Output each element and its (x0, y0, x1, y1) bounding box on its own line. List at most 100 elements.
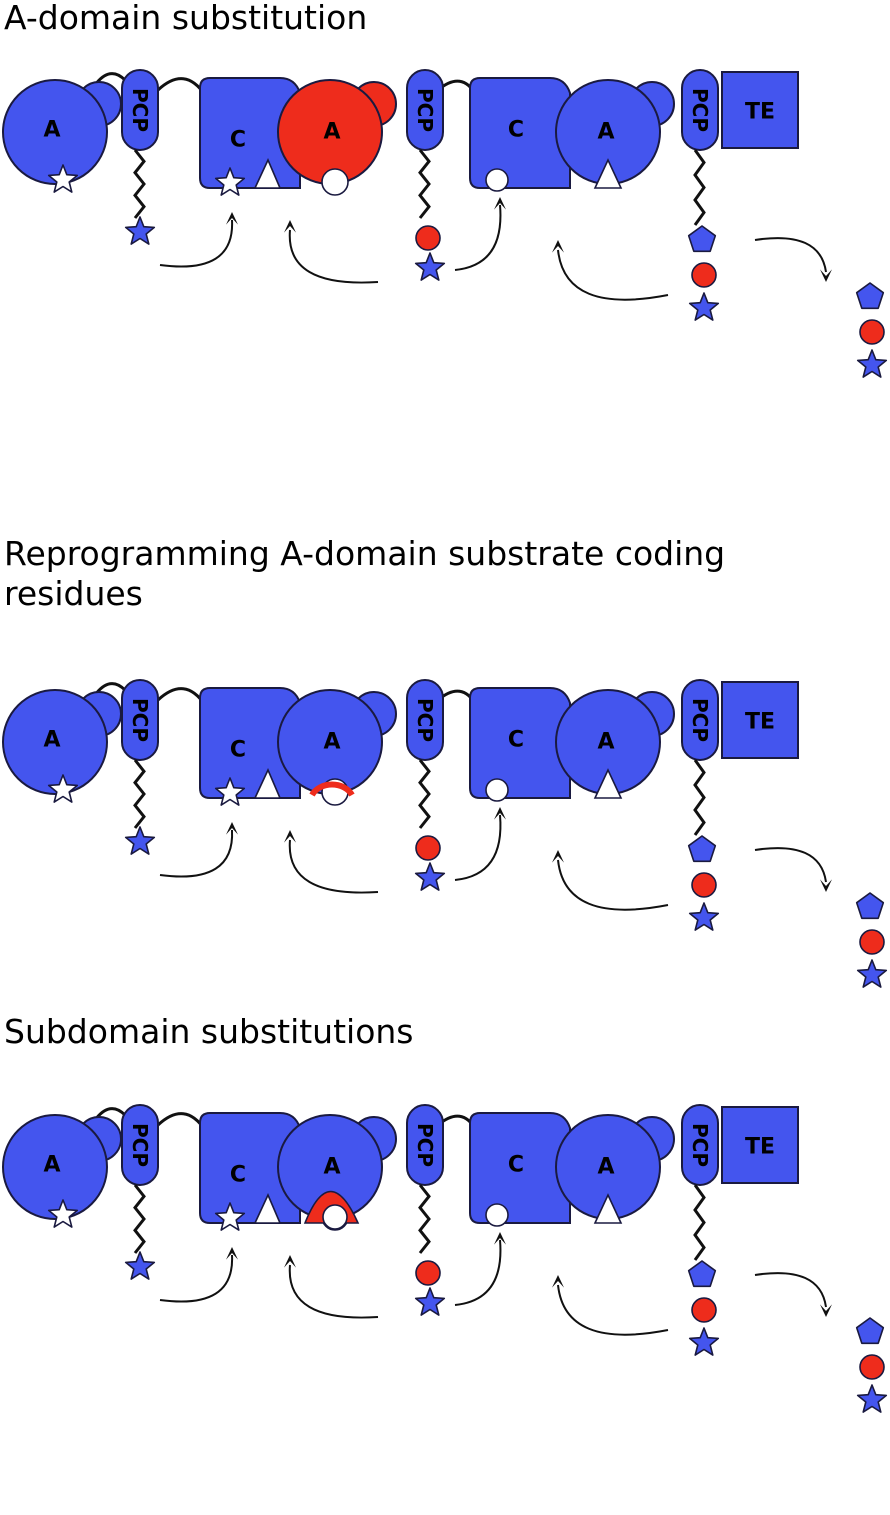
arrowhead (226, 212, 238, 225)
red-circle-substrate (691, 1297, 717, 1323)
c-domain-body (199, 77, 301, 189)
c-domain-module-2 (199, 77, 301, 189)
pcp-arm (133, 149, 146, 219)
arrow-shaft (159, 219, 234, 268)
arrowhead (284, 1255, 296, 1268)
c-domain-module-3 (469, 1112, 571, 1224)
a-domain-pocket-round (321, 168, 349, 196)
release-arrow (754, 237, 827, 273)
linker (156, 77, 207, 96)
pcp-capsule (121, 1104, 159, 1186)
linker (156, 1112, 207, 1131)
pcp-arm (693, 1184, 706, 1261)
a-domain-label: A (43, 118, 60, 143)
pcp-capsule (681, 69, 719, 151)
arrow-shaft (454, 1239, 502, 1306)
arrowhead (226, 822, 238, 835)
product-red-circle (859, 319, 885, 345)
c-domain-donor-notch (253, 158, 282, 189)
star-substrate (688, 902, 720, 931)
a-domain-pocket-pentagon (593, 158, 623, 189)
c-domain-body (469, 687, 571, 799)
pcp-capsule (406, 69, 444, 151)
transfer-arrow (557, 1284, 669, 1336)
a-domain-body (2, 689, 108, 795)
arrow-shaft (557, 249, 669, 301)
release-arrow (754, 1272, 827, 1308)
star-substrate (414, 1287, 446, 1316)
product-star (856, 349, 888, 378)
c-domain-module-3 (469, 687, 571, 799)
pcp-arm (418, 149, 431, 219)
pcp-capsule (406, 679, 444, 761)
arrow-shaft (754, 237, 827, 273)
c-domain-body (469, 1112, 571, 1224)
pcp-domain-module-2: PCP (406, 1104, 444, 1186)
arrowhead (820, 1304, 832, 1317)
a-domain-pocket-star (47, 164, 79, 193)
product-pentagon (855, 1317, 885, 1345)
pcp-domain-module-2: PCP (406, 679, 444, 761)
c-domain-label: C (230, 738, 246, 763)
pcp-arm (133, 1184, 146, 1254)
a-domain-label: A (597, 730, 614, 755)
pcp-capsule (121, 69, 159, 151)
arrowhead (552, 240, 564, 253)
arrow-shaft (754, 847, 827, 883)
c-domain-acceptor-notch (485, 168, 509, 192)
a-domain-module-2 (277, 79, 397, 196)
pcp-label: PCP (688, 88, 712, 132)
a-domain-label: A (597, 120, 614, 145)
star-substrate (414, 252, 446, 281)
red-circle-substrate (415, 835, 441, 861)
pcp-domain-module-2: PCP (406, 69, 444, 151)
c-domain-module-2 (199, 687, 301, 799)
pcp-label: PCP (413, 1123, 437, 1167)
a-domain-module-1 (2, 689, 122, 803)
c-domain-module-2 (199, 1112, 301, 1224)
arrow-shaft (288, 229, 379, 284)
arrowhead (284, 220, 296, 233)
te-domain-label: TE (745, 100, 775, 125)
arrowhead (552, 850, 564, 863)
transfer-arrow (288, 229, 379, 284)
star-substrate (124, 826, 156, 855)
c-domain-body (469, 77, 571, 189)
a-domain-label: A (323, 120, 340, 145)
pcp-arm (418, 759, 431, 829)
arrowhead (820, 269, 832, 282)
pcp-label: PCP (413, 698, 437, 742)
a-domain-body (2, 1114, 108, 1220)
a-domain-body (2, 79, 108, 185)
c-domain-donor-notch (253, 1193, 282, 1224)
pcp-capsule (121, 679, 159, 761)
c-domain-acceptor-star (214, 1202, 246, 1231)
red-circle-substrate (691, 262, 717, 288)
transfer-arrow (557, 859, 669, 911)
pcp-label: PCP (128, 698, 152, 742)
transfer-arrow (454, 204, 502, 271)
arrowhead (226, 1247, 238, 1260)
te-domain (721, 681, 799, 759)
panel-title-subdomain-substitutions: Subdomain substitutions (4, 1012, 414, 1051)
a-domain-module-3 (555, 79, 675, 185)
a-domain-label: A (323, 730, 340, 755)
c-domain-acceptor-star (214, 777, 246, 806)
pcp-domain-module-3: PCP (681, 1104, 719, 1186)
red-circle-substrate (415, 1260, 441, 1286)
transfer-arrow (557, 249, 669, 301)
te-domain (721, 71, 799, 149)
arrow-shaft (288, 839, 379, 894)
product-pentagon (855, 892, 885, 920)
pcp-capsule (681, 1104, 719, 1186)
c-domain-acceptor-star (214, 167, 246, 196)
a-domain-pocket-round (322, 1204, 348, 1230)
te-domain-label: TE (745, 1135, 775, 1160)
arrow-shaft (159, 1254, 234, 1303)
pentagon-substrate (687, 1260, 717, 1288)
a-domain-label: A (323, 1155, 340, 1180)
